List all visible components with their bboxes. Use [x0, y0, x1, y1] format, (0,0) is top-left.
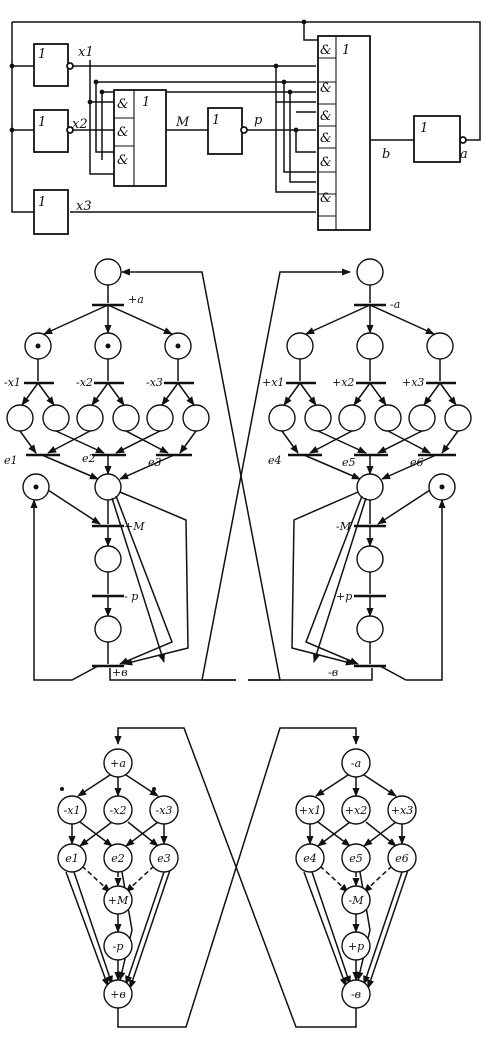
not-gate-x2: 1 — [33, 109, 74, 153]
graph-left-b-label: +в — [110, 988, 126, 1001]
graph-right-a-label: -a — [351, 757, 361, 770]
and-label: & — [320, 191, 332, 206]
graph-right-x2-label: +x2 — [345, 804, 367, 817]
petri-left-p-label: - p — [124, 590, 138, 603]
event-graph-left: +a -x1 -x2 -x3 e1 e2 e3 +M -p +в — [57, 748, 179, 1028]
not-gate-a: 1 — [413, 115, 467, 163]
or-gate-b-label: 1 — [342, 43, 350, 58]
petri-nets: +a -x1 -x2 -x3 — [4, 258, 472, 681]
petri-right-t3-label: +x3 — [402, 376, 424, 389]
petri-right-t1-label: +x1 — [262, 376, 284, 389]
and-label: & — [320, 43, 332, 58]
petri-right-start-label: -a — [390, 298, 400, 311]
graph-left-a-label: +a — [110, 757, 126, 770]
petri-left-t1-label: -x1 — [4, 376, 21, 389]
signal-p: p — [254, 113, 263, 128]
not-gate-a-label: 1 — [420, 121, 428, 136]
not-gate-p-label: 1 — [212, 113, 220, 128]
graph-left-e3-label: e3 — [157, 852, 171, 865]
petri-right-e6-label: e6 — [410, 456, 424, 469]
petri-right-e5-label: e5 — [342, 456, 356, 469]
graph-left-x2-label: -x2 — [110, 804, 127, 817]
event-graphs: +a -x1 -x2 -x3 e1 e2 e3 +M -p +в — [57, 727, 417, 1028]
and-label: & — [320, 131, 332, 146]
graph-feedback-left-to-right — [130, 727, 360, 1028]
signal-a: a — [460, 147, 468, 162]
graph-right-e4-label: e4 — [303, 852, 317, 865]
and-label: & — [117, 125, 129, 140]
logic-circuit: 1 x1 1 x2 1 x3 & & & 1 M — [9, 19, 481, 235]
graph-right-b-label: -в — [351, 988, 361, 1001]
not-gate-x3-label: 1 — [38, 195, 46, 210]
graph-right-x1-label: +x1 — [299, 804, 321, 817]
graph-left-e1-label: e1 — [65, 852, 79, 865]
petri-left-e3-label: e3 — [148, 456, 162, 469]
graph-right-e6-label: e6 — [395, 852, 409, 865]
petri-right-p-label: +p — [336, 590, 352, 603]
petri-left-start-label: +a — [128, 293, 144, 306]
and-or-gate-b: & & & & & & 1 — [317, 35, 371, 231]
petri-right-e4-label: e4 — [268, 454, 282, 467]
signal-x1: x1 — [78, 45, 94, 60]
and-label: & — [320, 109, 332, 124]
signal-x2: x2 — [72, 117, 88, 132]
not-gate-x2-label: 1 — [38, 115, 46, 130]
and-label: & — [117, 153, 129, 168]
petri-feedback-right-to-left — [121, 268, 281, 681]
graph-right-m-label: -M — [349, 894, 365, 907]
petri-right-t2-label: +x2 — [332, 376, 354, 389]
or-gate-m-label: 1 — [142, 95, 150, 110]
petri-left-t2-label: -x2 — [76, 376, 93, 389]
and-label: & — [117, 97, 129, 112]
signal-b: b — [382, 147, 390, 162]
petri-left-e2-label: e2 — [82, 452, 96, 465]
graph-left-x3-label: -x3 — [156, 804, 173, 817]
circuit-wires — [11, 21, 481, 213]
not-gate-x3: 1 — [33, 189, 69, 235]
not-gate-p: 1 — [207, 107, 248, 155]
petri-right-b-label: -в — [328, 666, 338, 679]
event-graph-right: -a +x1 +x2 +x3 e4 e5 e6 -M +p -в — [295, 748, 417, 1028]
and-label: & — [320, 81, 332, 96]
and-or-gate-m: & & & 1 — [113, 89, 167, 187]
graph-left-x1-label: -x1 — [64, 804, 81, 817]
graph-left-e2-label: e2 — [111, 852, 125, 865]
petri-net-left: +a -x1 -x2 -x3 — [4, 258, 236, 681]
graph-left-m-label: +M — [108, 894, 129, 907]
petri-right-m-label: -M — [336, 520, 352, 533]
graph-right-x3-label: +x3 — [391, 804, 413, 817]
petri-left-t3-label: -x3 — [146, 376, 163, 389]
graph-right-p-label: +p — [348, 940, 364, 953]
petri-left-b-label: +в — [112, 666, 128, 679]
petri-left-e1-label: e1 — [4, 454, 18, 467]
and-label: & — [320, 155, 332, 170]
not-gate-x1-label: 1 — [38, 47, 46, 62]
not-gate-x1: 1 — [33, 43, 74, 87]
petri-net-right: -a +x1 +x2 +x3 — [248, 258, 472, 681]
circuit-junctions — [9, 19, 307, 133]
graph-left-p-label: -p — [113, 940, 124, 953]
signal-x3: x3 — [76, 199, 92, 214]
graph-right-e5-label: e5 — [349, 852, 363, 865]
graph-feedback-right-to-left — [114, 727, 348, 1028]
signal-m: M — [175, 115, 190, 130]
